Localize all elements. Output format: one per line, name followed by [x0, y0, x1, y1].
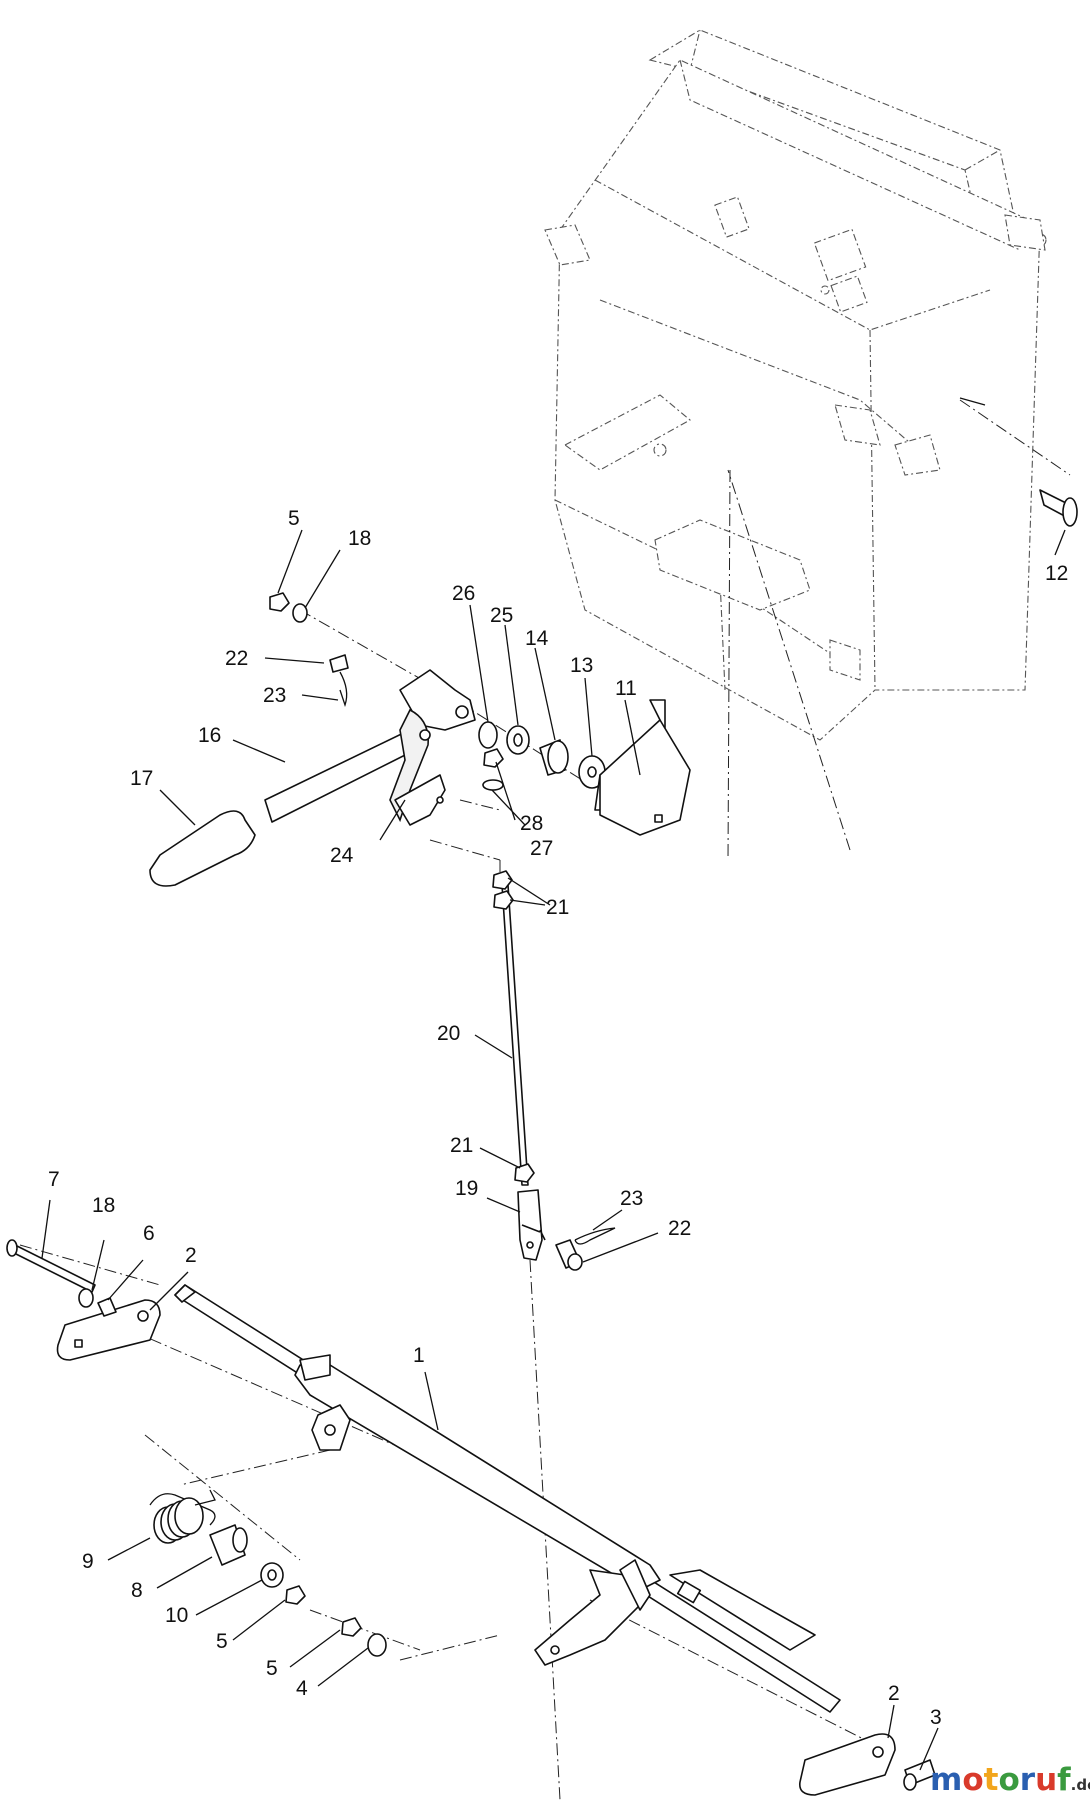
callout-26: 26	[452, 582, 475, 605]
callout-18-upper: 18	[348, 527, 371, 550]
wm-letter-f: f	[1057, 1762, 1071, 1798]
callout-2-right: 2	[888, 1682, 900, 1705]
callout-17: 17	[130, 767, 153, 790]
wm-letter-o2: o	[998, 1762, 1019, 1798]
callout-10: 10	[165, 1604, 188, 1627]
watermark-logo: motoruf.de	[930, 1762, 1090, 1798]
callout-22-lower: 22	[668, 1217, 691, 1240]
callout-21-upper: 21	[546, 896, 569, 919]
chassis-frame	[544, 29, 1047, 741]
svg-text:motoruf.de: motoruf.de	[930, 1762, 1090, 1798]
callout-1: 1	[413, 1344, 425, 1367]
callout-9: 9	[82, 1550, 94, 1573]
callout-23-upper: 23	[263, 684, 286, 707]
wm-suffix: .de	[1071, 1776, 1090, 1794]
brake-lever-assembly	[149, 592, 691, 887]
callout-25: 25	[490, 604, 513, 627]
callout-14: 14	[525, 627, 549, 650]
callout-5-lower: 5	[266, 1657, 278, 1680]
callout-11: 11	[615, 677, 637, 700]
callout-21-lower: 21	[450, 1134, 473, 1157]
callout-5-mid: 5	[216, 1630, 228, 1653]
callout-3: 3	[930, 1706, 942, 1729]
callout-12: 12	[1045, 562, 1068, 585]
callout-13: 13	[570, 654, 593, 677]
wm-letter-u: u	[1035, 1762, 1057, 1798]
callout-5-upper: 5	[288, 507, 300, 530]
leader-lines	[41, 529, 1066, 1771]
spring	[149, 1489, 216, 1544]
callout-22-upper: 22	[225, 647, 248, 670]
wm-letter-m: m	[930, 1762, 962, 1798]
callout-4: 4	[296, 1677, 308, 1700]
callout-23-lower: 23	[620, 1187, 643, 1210]
callout-28: 28	[520, 812, 543, 835]
callout-8: 8	[131, 1579, 143, 1602]
callout-18-lower: 18	[92, 1194, 115, 1217]
callout-24: 24	[330, 844, 354, 867]
brake-rod	[492, 870, 616, 1271]
wm-letter-t: t	[984, 1762, 999, 1798]
brake-bar-assembly	[6, 1239, 936, 1796]
callout-2-left: 2	[185, 1244, 197, 1267]
callout-7: 7	[48, 1168, 60, 1191]
wm-letter-o1: o	[962, 1762, 983, 1798]
callout-labels: 5 18 22 23 16 17 24 26 25 14 13 11 28 27…	[48, 507, 1068, 1729]
clevis-pin-12	[959, 397, 1078, 527]
callout-6: 6	[143, 1222, 155, 1245]
wm-letter-r: r	[1020, 1762, 1036, 1798]
callout-20: 20	[437, 1022, 460, 1045]
callout-19: 19	[455, 1177, 478, 1200]
callout-27: 27	[530, 837, 553, 860]
callout-16: 16	[198, 724, 221, 747]
